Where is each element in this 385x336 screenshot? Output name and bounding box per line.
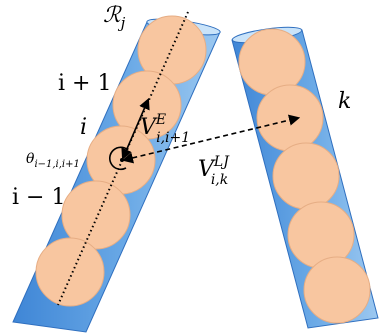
label-theta: θi−1,i,i+1 — [26, 151, 80, 170]
bead-k-5 — [303, 256, 371, 324]
dashed-double-headed-arrow-icon — [121, 114, 301, 164]
curved-arc-arrow-icon — [109, 146, 129, 171]
rod-j — [12, 11, 221, 333]
bead-k-2 — [256, 84, 324, 152]
bead-j-4 — [61, 180, 131, 250]
bead-i-center-dot — [120, 158, 124, 162]
label-rod-j: ℛj — [103, 3, 126, 32]
label-i-minus-1: i − 1 — [12, 185, 65, 210]
label-i-plus-1: i + 1 — [58, 71, 111, 96]
bead-j-5 — [35, 237, 105, 307]
label-k: k — [338, 89, 351, 114]
bead-k-3 — [272, 142, 340, 210]
rod-k — [231, 26, 379, 329]
label-i: i — [80, 115, 87, 140]
